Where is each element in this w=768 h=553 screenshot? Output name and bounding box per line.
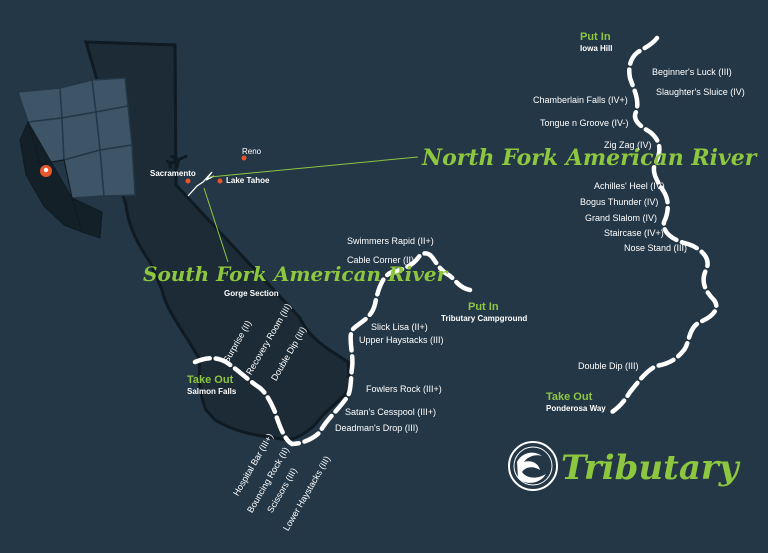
tributary-logo-icon xyxy=(508,441,558,491)
south-rapid-label: Satan's Cesspool (III+) xyxy=(345,407,437,417)
north-rapid-label: Zig Zag (IV) xyxy=(604,140,652,150)
south-rapid-label: Deadman's Drop (III) xyxy=(335,423,419,433)
north-put-in-label: Put In xyxy=(580,31,611,43)
south-rapid-label: Swimmers Rapid (II+) xyxy=(347,236,434,246)
north-take-out-place: Ponderosa Way xyxy=(546,404,606,413)
north-fork-river xyxy=(609,35,719,415)
south-fork-title: South Fork American River xyxy=(143,262,448,286)
brand-wordmark: Tributary xyxy=(561,448,739,488)
north-rapid-label: Beginner's Luck (III) xyxy=(652,67,732,77)
south-fork-river xyxy=(192,251,473,447)
north-rapid-label: Slaughter's Sluice (IV) xyxy=(656,87,745,97)
reno-label: Reno xyxy=(242,147,262,156)
south-put-in-label: Put In xyxy=(468,301,499,313)
south-fork-subtitle: Gorge Section xyxy=(224,289,279,298)
north-rapid-label: Tongue n Groove (IV-) xyxy=(540,118,629,128)
inset-river xyxy=(187,171,215,197)
sacramento-label: Sacramento xyxy=(150,169,196,178)
south-rapid-label: Upper Haystacks (III) xyxy=(359,335,444,345)
south-rapid-label: Cable Corner (II) xyxy=(347,255,415,265)
lake-tahoe-dot xyxy=(217,178,223,184)
north-put-in-place: Iowa Hill xyxy=(580,44,613,53)
reno-dot xyxy=(241,155,247,161)
north-rapid-label: Staircase (IV+) xyxy=(604,228,664,238)
north-rapid-label: Nose Stand (III) xyxy=(624,243,688,253)
north-fork-title: North Fork American River xyxy=(422,145,757,171)
south-take-out-label: Take Out xyxy=(187,374,234,386)
south-fork-leader-line xyxy=(203,187,229,263)
north-rapid-label: Bogus Thunder (IV) xyxy=(580,197,659,207)
location-pin-icon xyxy=(40,165,52,177)
north-rapid-label: Chamberlain Falls (IV+) xyxy=(533,95,628,105)
california-inset xyxy=(19,120,103,239)
south-rapid-label: Slick Lisa (II+) xyxy=(371,322,428,332)
airplane-icon xyxy=(166,154,188,169)
south-rapid-label: Fowlers Rock (III+) xyxy=(366,384,442,394)
south-take-out-place: Salmon Falls xyxy=(187,387,237,396)
sacramento-dot xyxy=(185,178,191,184)
north-rapid-label: Achilles' Heel (IV) xyxy=(594,181,665,191)
north-fork-leader-line xyxy=(209,156,419,178)
north-rapid-label: Double Dip (III) xyxy=(578,361,639,371)
north-take-out-label: Take Out xyxy=(546,391,593,403)
south-put-in-place: Tributary Campground xyxy=(441,314,528,323)
lake-tahoe-label: Lake Tahoe xyxy=(226,176,270,185)
north-rapid-label: Grand Slalom (IV) xyxy=(585,213,658,223)
